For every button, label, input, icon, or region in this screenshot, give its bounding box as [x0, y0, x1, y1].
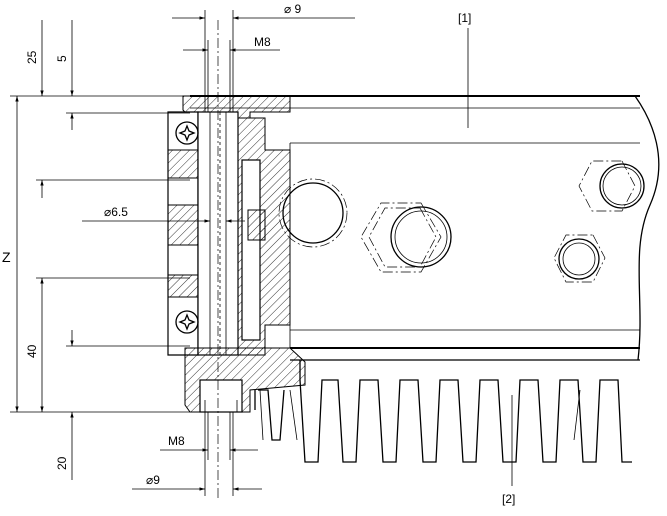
cable-gland-holes: [278, 160, 645, 283]
heat-sink-fins: [254, 360, 632, 463]
dimension-labels: [1] [2] Z 25 5 40 20 ⌀ 9 M8 ⌀6.5 M8 ⌀9: [2, 2, 515, 506]
label-dim-z: Z: [2, 249, 11, 265]
label-m8-top: M8: [254, 35, 271, 49]
label-dim-20: 20: [55, 456, 69, 470]
label-dia9-top: ⌀ 9: [284, 2, 302, 16]
dimension-lines: [10, 10, 513, 496]
label-dim-5: 5: [55, 55, 69, 62]
label-dia65: ⌀6.5: [104, 205, 128, 219]
label-ref-2: [2]: [502, 492, 515, 506]
label-m8-bottom: M8: [168, 434, 185, 448]
mounting-block: [167, 20, 306, 500]
label-dia9-bottom: ⌀9: [146, 473, 160, 487]
label-dim-25: 25: [25, 50, 39, 64]
label-ref-1: [1]: [458, 11, 471, 25]
label-dim-40: 40: [25, 344, 39, 358]
